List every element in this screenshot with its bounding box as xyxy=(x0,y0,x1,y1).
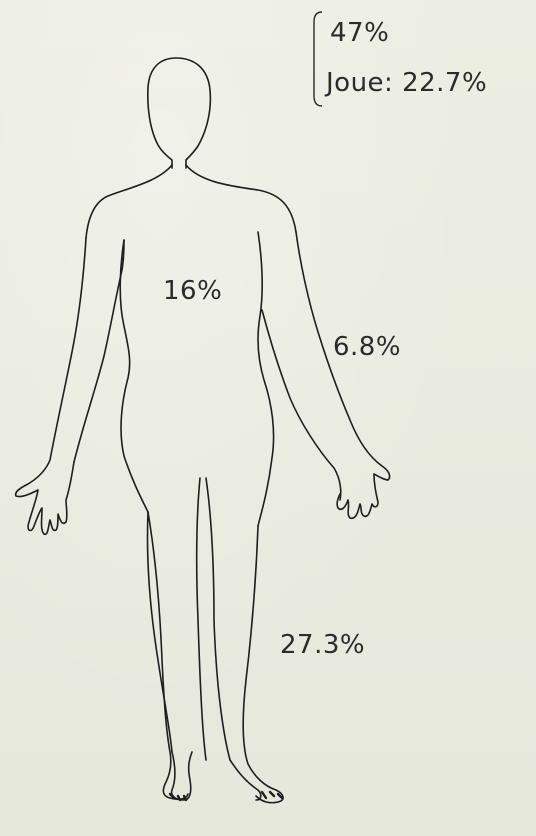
cheek-percentage: Joue: 22.7% xyxy=(326,68,487,98)
torso-left xyxy=(120,240,148,512)
right-foot xyxy=(230,760,261,800)
right-leg-inner xyxy=(206,478,230,760)
crotch xyxy=(197,478,206,760)
right-arm-outer xyxy=(296,232,390,518)
left-arm-outer xyxy=(16,238,86,534)
legs-inner xyxy=(148,512,188,799)
arms-percentage: 6.8% xyxy=(333,332,401,362)
label-bracket xyxy=(314,12,322,106)
trunk-percentage: 16% xyxy=(163,276,222,306)
head-percentage: 47% xyxy=(330,18,389,48)
right-leg-outer xyxy=(243,526,283,803)
left-shoulder-outline xyxy=(86,165,172,238)
right-arm-inner xyxy=(262,310,341,500)
head-outline xyxy=(148,58,211,168)
right-shoulder-outline xyxy=(186,165,296,232)
left-leg-outer xyxy=(147,512,172,752)
right-toes xyxy=(262,792,282,798)
legs-percentage: 27.3% xyxy=(280,630,365,660)
left-foot xyxy=(172,752,192,800)
left-arm-inner xyxy=(74,240,124,462)
torso-right xyxy=(258,232,274,526)
